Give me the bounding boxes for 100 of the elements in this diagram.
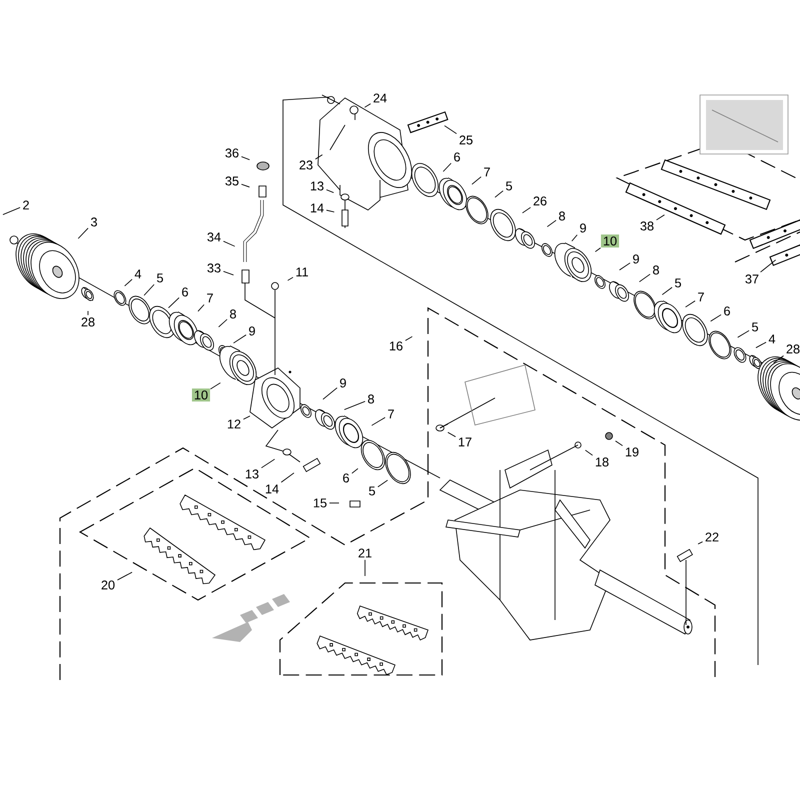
callout-number: 26 bbox=[534, 196, 546, 206]
leader-line bbox=[378, 480, 388, 488]
callout-number: 34 bbox=[207, 232, 221, 242]
leader-line bbox=[737, 330, 750, 338]
callout-number: 2 bbox=[23, 200, 29, 210]
leader-line bbox=[615, 440, 623, 446]
callout-number: 5 bbox=[156, 274, 163, 282]
leader-line bbox=[584, 450, 593, 456]
callout-number: 5 bbox=[674, 278, 681, 288]
leader-line bbox=[117, 572, 132, 580]
callout-number: 12 bbox=[228, 420, 240, 428]
leader-line bbox=[233, 334, 246, 344]
leader-line bbox=[522, 207, 531, 214]
callout-number: 28 bbox=[82, 318, 94, 326]
leader-line bbox=[315, 154, 323, 160]
leader-line bbox=[710, 314, 722, 322]
callout-number: 19 bbox=[626, 448, 638, 456]
leader-line bbox=[364, 559, 366, 576]
callout-number: 20 bbox=[102, 580, 115, 590]
leader-line bbox=[326, 189, 334, 194]
leader-line bbox=[619, 262, 630, 270]
leader-line bbox=[447, 432, 456, 438]
leader-line bbox=[546, 220, 556, 228]
callout-number: 36 bbox=[225, 148, 238, 158]
leader-line bbox=[198, 304, 204, 312]
callout-number: 24 bbox=[374, 94, 387, 102]
leader-line bbox=[218, 318, 228, 328]
callout-number: 16 bbox=[390, 342, 402, 350]
callout-number: 7 bbox=[698, 292, 704, 302]
leader-line bbox=[494, 190, 504, 198]
leader-line bbox=[638, 274, 650, 282]
leader-line bbox=[685, 300, 696, 308]
callout-number: 18 bbox=[596, 458, 608, 466]
callout-number: 22 bbox=[706, 532, 718, 542]
callout-number: 5 bbox=[506, 182, 512, 190]
callout-number: 6 bbox=[724, 306, 730, 316]
callout-number: 9 bbox=[249, 326, 255, 336]
callout-number: 5 bbox=[368, 486, 375, 496]
callout-number: 4 bbox=[768, 334, 776, 344]
leader-line bbox=[261, 458, 276, 468]
leader-line bbox=[241, 156, 250, 160]
leader-line bbox=[756, 342, 766, 348]
callout-number: 7 bbox=[484, 168, 490, 176]
callout-number: 15 bbox=[314, 498, 327, 508]
leader-line bbox=[326, 210, 335, 212]
callout-number: 5 bbox=[752, 322, 758, 332]
leader-line bbox=[223, 240, 236, 247]
callout-number: 9 bbox=[340, 378, 346, 388]
leader-line bbox=[571, 234, 578, 242]
callout-number: 11 bbox=[296, 268, 308, 276]
leader-line bbox=[280, 472, 294, 483]
leader-line bbox=[2, 207, 20, 216]
leader-line bbox=[352, 468, 358, 474]
leader-line bbox=[442, 162, 452, 172]
leader-line bbox=[144, 284, 154, 296]
callout-number: 33 bbox=[207, 264, 220, 272]
leader-line bbox=[344, 400, 366, 410]
leader-line bbox=[243, 416, 250, 420]
callout-number: 23 bbox=[300, 160, 312, 170]
leader-line bbox=[662, 286, 672, 296]
callout-number: 8 bbox=[559, 212, 565, 220]
leader-line bbox=[78, 228, 88, 239]
leader-line bbox=[405, 336, 413, 341]
leader-line bbox=[241, 184, 250, 188]
leader-line bbox=[322, 387, 338, 400]
leader-line bbox=[444, 125, 457, 134]
callout-number: 7 bbox=[388, 410, 394, 418]
leader-line bbox=[594, 247, 601, 252]
callout-number: 14 bbox=[266, 484, 279, 494]
callout-number: 10 bbox=[192, 388, 210, 402]
callout-number: 7 bbox=[207, 294, 213, 302]
leader-line bbox=[760, 260, 776, 273]
leader-line bbox=[371, 417, 386, 426]
callout-number: 9 bbox=[580, 224, 586, 232]
leader-line bbox=[210, 382, 221, 390]
callout-number: 6 bbox=[454, 152, 460, 162]
callout-number: 8 bbox=[653, 266, 659, 274]
leader-line bbox=[773, 355, 784, 364]
leader-line bbox=[168, 297, 180, 308]
leader-line bbox=[223, 270, 234, 276]
callout-number: 35 bbox=[225, 176, 239, 186]
leader-line bbox=[656, 214, 665, 220]
callout-number: 8 bbox=[230, 310, 236, 318]
leader-line bbox=[472, 176, 482, 185]
callout-number: 4 bbox=[134, 270, 142, 278]
leader-line bbox=[698, 541, 703, 544]
callout-number: 8 bbox=[368, 394, 374, 404]
callout-number: 25 bbox=[460, 136, 473, 144]
callout-number: 37 bbox=[745, 274, 758, 284]
leader-line bbox=[329, 502, 340, 504]
callout-number: 21 bbox=[358, 548, 372, 558]
callout-number: 17 bbox=[458, 438, 472, 446]
callout-number: 6 bbox=[343, 474, 349, 482]
callout-number: 6 bbox=[182, 288, 188, 296]
callout-number: 14 bbox=[310, 204, 324, 212]
callout-number: 28 bbox=[786, 344, 800, 354]
leader-line bbox=[287, 276, 294, 281]
callout-number: 10 bbox=[600, 234, 620, 248]
callout-number: 13 bbox=[310, 182, 324, 190]
callout-number: 3 bbox=[90, 218, 97, 226]
